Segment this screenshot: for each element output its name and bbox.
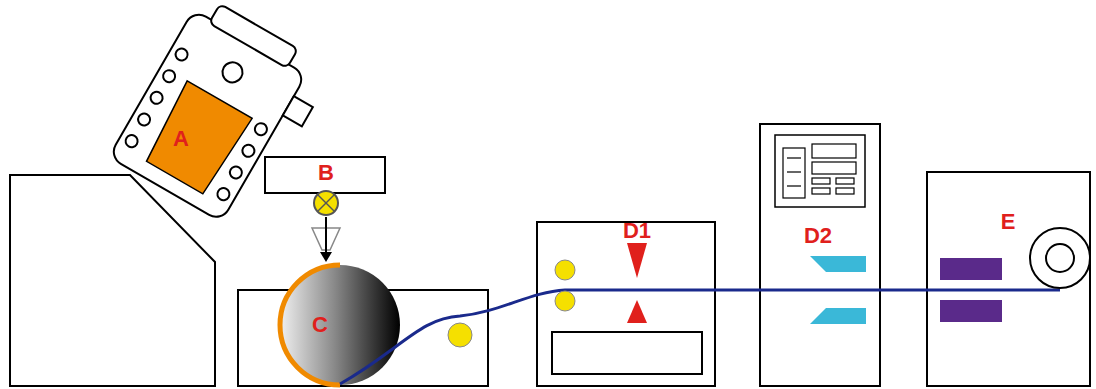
part-label: D2 [804,225,832,247]
ladle [109,0,335,233]
furnace-housing [10,175,215,386]
rolling-stand [537,222,715,386]
cast-strip [340,290,1060,384]
valve [314,191,338,215]
coiler [1030,228,1090,288]
part-label: C [312,314,328,336]
part-label: A [173,128,189,150]
cooling-stand [760,124,880,386]
part-label: D1 [623,220,651,242]
casting-drum [280,265,400,385]
part-label: E [1001,211,1016,233]
nozzle-bar [265,157,385,193]
part-label: B [318,162,334,184]
coiler-housing [927,172,1090,386]
